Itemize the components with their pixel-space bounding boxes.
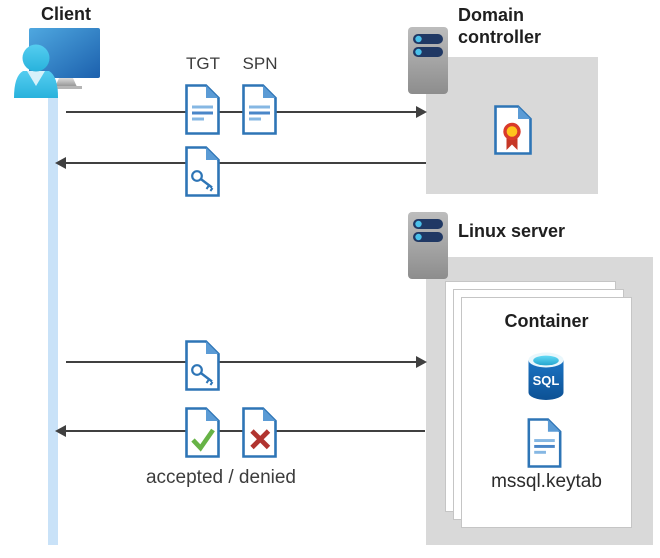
certificate-icon xyxy=(494,105,532,155)
arrow-dc-to-client xyxy=(55,157,426,169)
accepted-denied-caption: accepted / denied xyxy=(145,467,296,488)
denied-document-icon xyxy=(242,407,277,458)
arrowhead-left-icon xyxy=(55,157,66,169)
arrow-client-to-dc xyxy=(66,106,427,118)
sql-badge-text: SQL xyxy=(533,373,560,388)
linux-server-icon xyxy=(408,212,448,279)
arrowhead-right-icon xyxy=(416,106,427,118)
arrow-client-to-linux xyxy=(66,356,427,368)
spn-label: SPN xyxy=(242,54,278,73)
domain-controller-label: Domain controller xyxy=(458,5,542,47)
tgt-label: TGT xyxy=(186,54,220,73)
domain-controller-server-icon xyxy=(408,27,448,94)
key-document-icon xyxy=(185,146,220,197)
keytab-document-icon xyxy=(527,418,562,468)
sql-database-icon: SQL xyxy=(528,352,564,400)
arrowhead-left-icon xyxy=(55,425,66,437)
key-document-icon-bottom xyxy=(185,340,220,391)
arrowhead-right-icon xyxy=(416,356,427,368)
keytab-filename: mssql.keytab xyxy=(491,471,602,492)
linux-server-label: Linux server xyxy=(458,221,566,241)
client-lifeline xyxy=(48,88,58,545)
client-label: Client xyxy=(40,4,91,24)
container-label: Container xyxy=(504,311,589,331)
container-card-front: Container SQL mssql.keytab xyxy=(461,297,632,528)
accepted-document-icon xyxy=(185,407,220,458)
spn-document-icon xyxy=(242,84,277,135)
client-icon xyxy=(14,28,100,98)
tgt-document-icon xyxy=(185,84,220,135)
